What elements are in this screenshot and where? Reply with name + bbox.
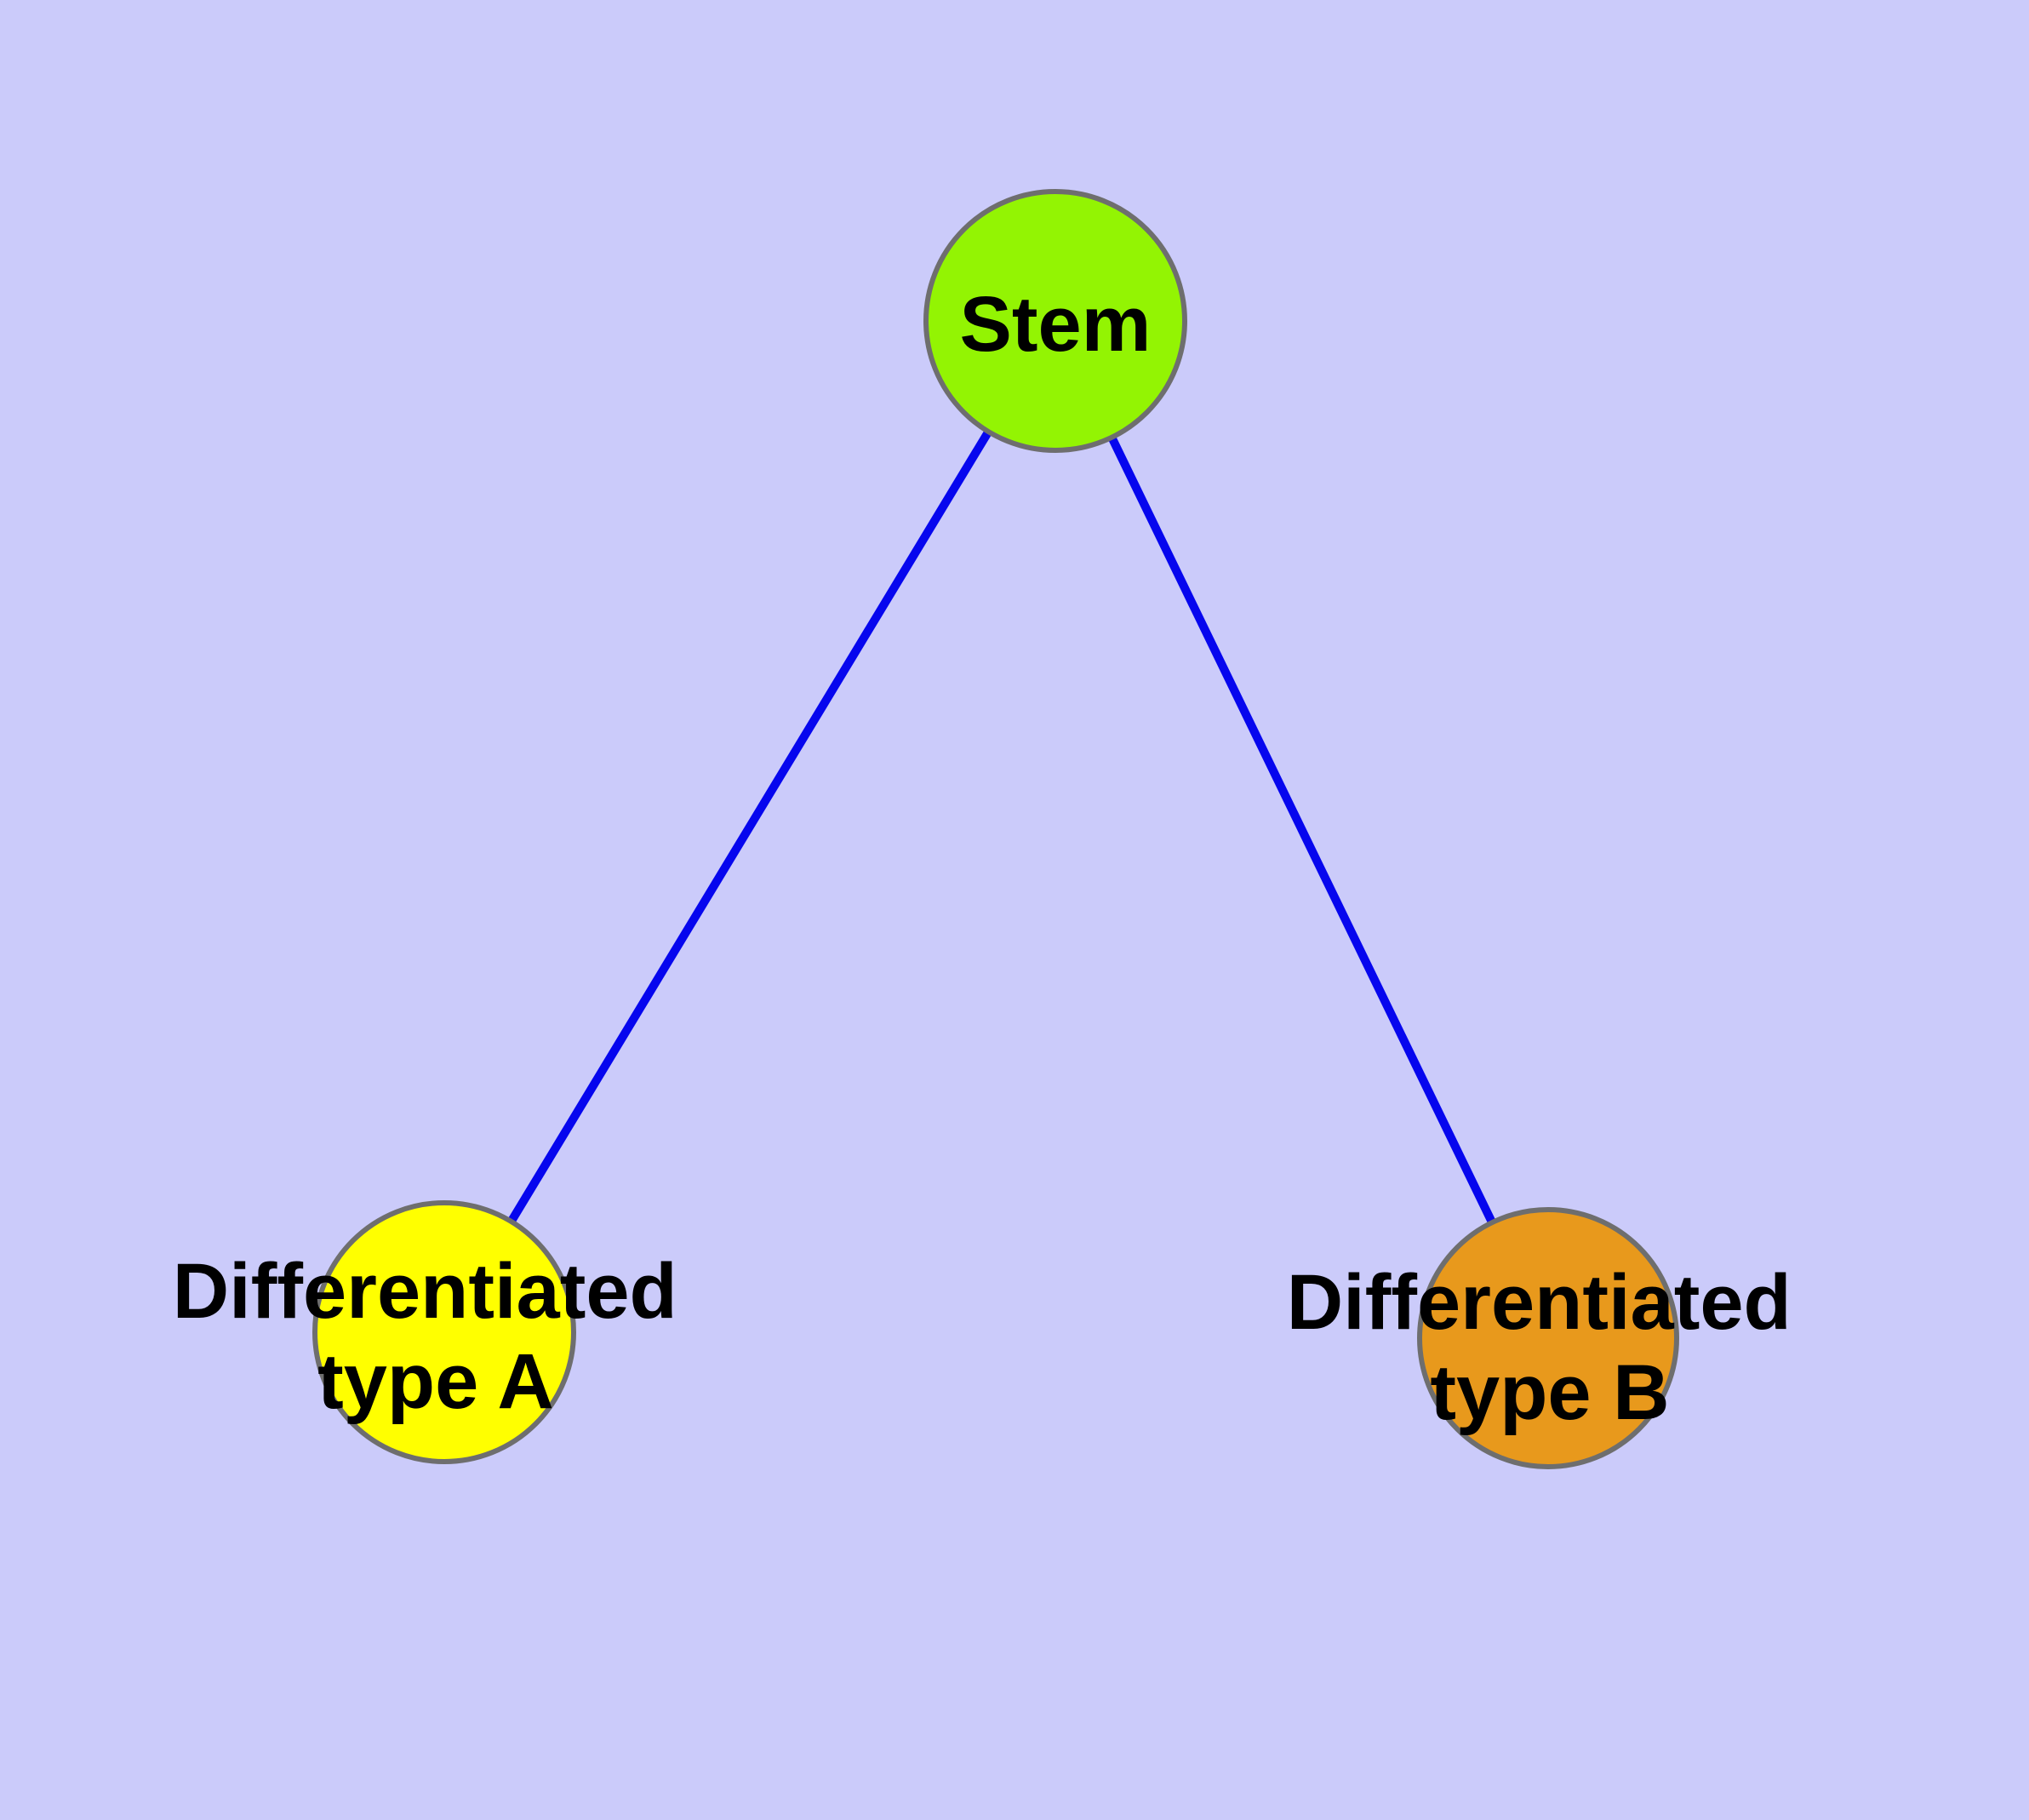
node-type-a [312,1200,576,1464]
node-type-b-label-line1: Differentiated [1287,1259,1792,1346]
edge-stem-to-type-b [1051,317,1552,1342]
node-type-b-label-line2: type B [1430,1349,1669,1436]
edge-stem-to-type-a [440,317,1060,1336]
node-type-a-label: Differentiated type A [173,1248,700,1425]
node-type-b [1417,1207,1679,1469]
node-type-a-label-line1: Differentiated [173,1248,677,1335]
node-type-b-label: Differentiated type B [1287,1259,1814,1436]
node-stem [923,189,1187,453]
node-type-a-label-line2: type A [317,1338,554,1425]
node-stem-label: Stem [960,281,1152,368]
